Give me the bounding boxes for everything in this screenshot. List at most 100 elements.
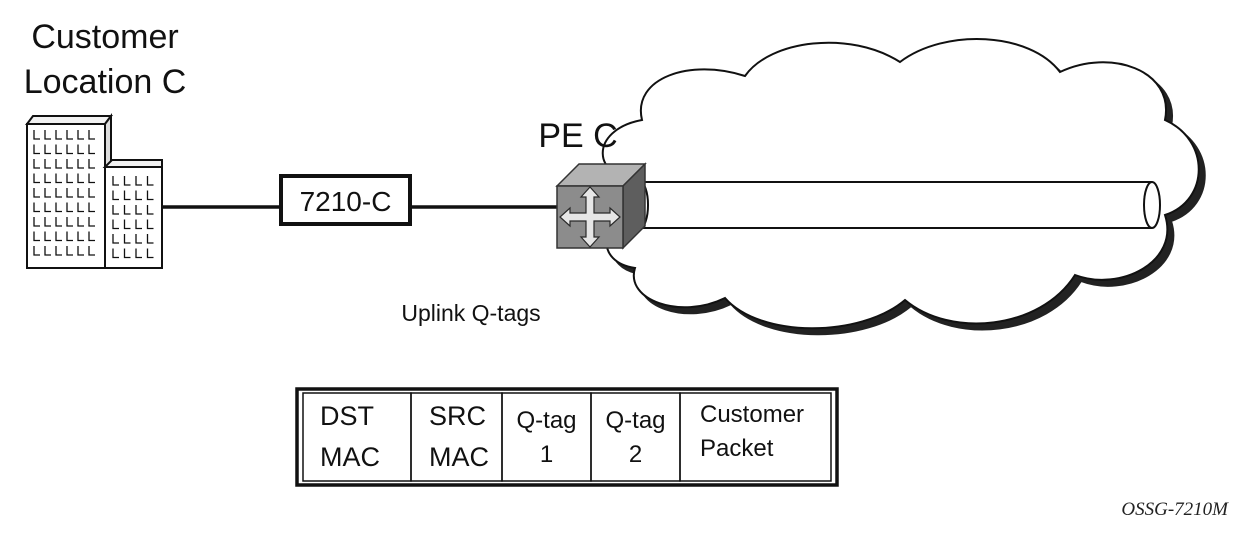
- router-cube-icon: [555, 162, 647, 250]
- building-window: [55, 188, 62, 198]
- building-window: [44, 246, 51, 256]
- frame-outer-border: [295, 387, 839, 487]
- four-way-arrow-icon: [559, 186, 621, 248]
- building-window: [123, 219, 131, 230]
- building-window: [55, 246, 62, 256]
- frame-field-qtag2-line1: Q-tag: [605, 407, 665, 434]
- building-window: [135, 176, 142, 186]
- building-window: [33, 144, 40, 155]
- building-window: [146, 176, 154, 186]
- uplink-qtags-label: Uplink Q-tags: [401, 300, 540, 326]
- building-window: [33, 202, 40, 213]
- customer-location-line2: Location C: [24, 63, 187, 101]
- building-window: [146, 219, 154, 230]
- building-window: [135, 234, 142, 244]
- building-window: [77, 173, 84, 184]
- building-window: [123, 248, 131, 259]
- building-window: [66, 246, 73, 256]
- building-window: [77, 144, 84, 155]
- frame-cell-customer-packet: [679, 392, 832, 482]
- frame-field-dst-line1: DST: [320, 401, 374, 431]
- frame-field-qtag1-line2: 1: [540, 441, 553, 468]
- building-window: [77, 159, 84, 169]
- building-window: [112, 205, 119, 215]
- building-window: [146, 205, 154, 215]
- frame-field-customer-line2: Packet: [700, 435, 774, 462]
- building-window: [44, 130, 51, 140]
- frame-field-dst-line2: MAC: [320, 442, 380, 472]
- building-window: [33, 159, 40, 169]
- building-window: [44, 188, 51, 198]
- building-window: [135, 219, 142, 230]
- building-window: [112, 234, 119, 244]
- building-window: [77, 231, 84, 242]
- building-window: [33, 130, 40, 140]
- building-window: [77, 202, 84, 213]
- building-window: [112, 248, 119, 259]
- building-window: [88, 159, 95, 169]
- device-7210-c-label: 7210-C: [300, 186, 392, 217]
- building-window: [146, 248, 154, 259]
- building-window: [66, 159, 73, 169]
- building-window: [44, 217, 51, 227]
- building-window: [55, 144, 62, 155]
- frame-format: DST MAC SRC MAC Q-tag 1 Q-tag 2 Customer…: [295, 387, 839, 487]
- building-window: [66, 202, 73, 213]
- building-window: [123, 190, 131, 201]
- pe-label: PE C: [538, 117, 617, 155]
- building-window: [66, 130, 73, 140]
- building-window: [55, 217, 62, 227]
- frame-field-qtag2-line2: 2: [629, 441, 642, 468]
- building-window: [112, 176, 119, 186]
- building-window: [66, 173, 73, 184]
- building-window: [66, 144, 73, 155]
- figure-id: OSSG-7210M: [1121, 499, 1229, 520]
- building-window: [66, 231, 73, 242]
- frame-field-src-line2: MAC: [429, 442, 489, 472]
- building-window: [77, 130, 84, 140]
- building-window: [123, 205, 131, 215]
- frame-field-qtag1-line1: Q-tag: [516, 407, 576, 434]
- building-window: [55, 231, 62, 242]
- device-7210-c-box: [279, 174, 412, 226]
- building-window: [135, 205, 142, 215]
- building-window: [123, 234, 131, 244]
- building-window: [55, 159, 62, 169]
- building-window: [88, 144, 95, 155]
- building-window: [88, 130, 95, 140]
- building-window: [77, 217, 84, 227]
- building-window: [44, 173, 51, 184]
- building-window: [88, 217, 95, 227]
- building-window: [88, 188, 95, 198]
- building-window: [55, 202, 62, 213]
- building-window: [123, 176, 131, 186]
- building-window: [77, 188, 84, 198]
- building-window: [112, 219, 119, 230]
- building-window: [135, 190, 142, 201]
- building-window: [55, 173, 62, 184]
- building-window: [55, 130, 62, 140]
- tunnel-pipe-icon: [631, 181, 1161, 229]
- building-window: [44, 202, 51, 213]
- building-window: [33, 173, 40, 184]
- building-window: [135, 248, 142, 259]
- building-window: [88, 202, 95, 213]
- building-window: [66, 217, 73, 227]
- building-window: [44, 231, 51, 242]
- building-window: [33, 217, 40, 227]
- building-window: [77, 246, 84, 256]
- building-window: [44, 159, 51, 169]
- building-window: [66, 188, 73, 198]
- building-icon: [25, 113, 163, 269]
- frame-field-src-line1: SRC: [429, 401, 486, 431]
- building-window: [33, 246, 40, 256]
- building-window: [44, 144, 51, 155]
- building-window: [146, 190, 154, 201]
- building-window: [112, 190, 119, 201]
- building-window: [33, 188, 40, 198]
- building-window: [88, 246, 95, 256]
- building-window: [146, 234, 154, 244]
- building-window: [88, 173, 95, 184]
